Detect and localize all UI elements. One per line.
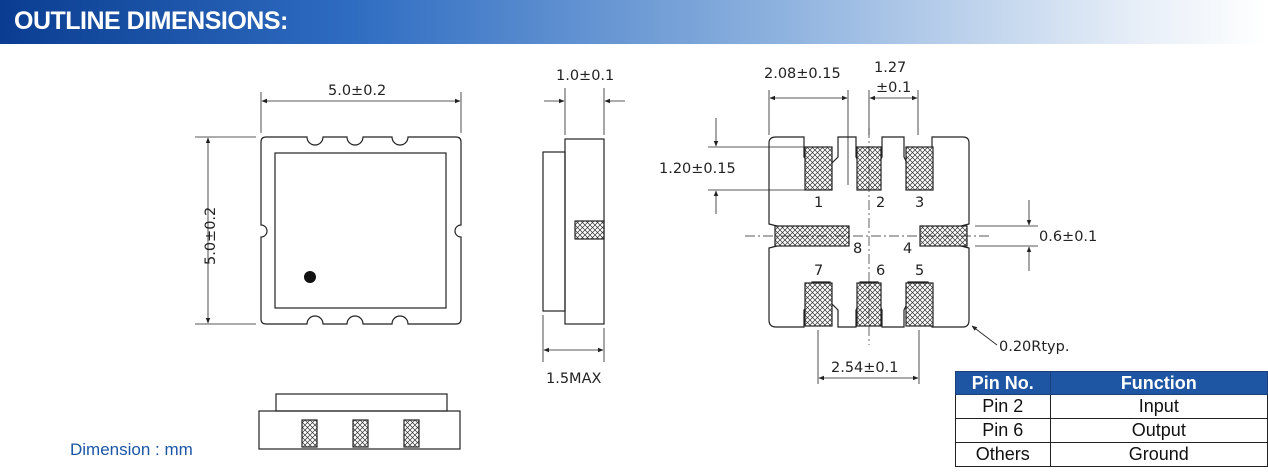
footprint-view — [708, 90, 1038, 384]
header-banner: OUTLINE DIMENSIONS: — [0, 0, 1268, 44]
function-cell: Input — [1049, 394, 1268, 419]
pad-length-label: 1.20±0.15 — [659, 161, 736, 177]
pin-cell: Pin 6 — [955, 418, 1051, 443]
pin-number-2: 2 — [876, 195, 885, 211]
pin-number-6: 6 — [876, 263, 885, 279]
unit-note: Dimension : mm — [70, 440, 193, 459]
pad-pitch-tol-label: ±0.1 — [876, 80, 911, 96]
header-pin-no: Pin No. — [955, 371, 1051, 395]
pin-cell: Pin 2 — [955, 394, 1051, 419]
pin-number-7: 7 — [814, 263, 823, 279]
table-header-row: Pin No. Function — [955, 371, 1268, 395]
side-thickness-label: 1.0±0.1 — [556, 68, 614, 84]
footprint-outline — [768, 136, 970, 328]
pin-number-8: 8 — [853, 241, 862, 257]
side-height-label: 1.5MAX — [546, 371, 601, 387]
side-pad-3 — [403, 419, 420, 448]
pad-5 — [905, 282, 934, 327]
top-height-label: 5.0±0.2 — [203, 207, 219, 265]
pad-3 — [905, 146, 934, 191]
pad-7 — [804, 282, 833, 327]
pin-cell: Others — [955, 442, 1051, 467]
pin-number-4: 4 — [903, 241, 912, 257]
pin-number-3: 3 — [915, 195, 924, 211]
pad-1 — [804, 146, 833, 191]
side-pad-1 — [301, 419, 318, 448]
pad-width-label: 0.6±0.1 — [1039, 229, 1097, 245]
top-width-label: 5.0±0.2 — [328, 83, 386, 99]
page-title: OUTLINE DIMENSIONS: — [14, 7, 288, 35]
top-view-lid — [274, 152, 447, 309]
top-view — [195, 92, 462, 325]
pin-function-table: Pin No. Function Pin 2 Input Pin 6 Outpu… — [955, 371, 1268, 467]
pin-number-5: 5 — [915, 263, 924, 279]
table-row: Pin 2 Input — [955, 394, 1268, 419]
top-view-outline — [260, 136, 462, 325]
corner-radius-label: 0.20Rtyp. — [999, 339, 1069, 355]
pad-pitch-label: 1.27 — [874, 60, 906, 76]
pin-number-1: 1 — [814, 195, 823, 211]
function-cell: Output — [1049, 418, 1268, 443]
front-side-view — [258, 393, 461, 450]
right-side-view — [542, 88, 625, 362]
pad-span-label: 2.08±0.15 — [764, 66, 841, 82]
side-view-pad — [574, 220, 605, 240]
function-cell: Ground — [1049, 442, 1268, 467]
header-function: Function — [1049, 371, 1268, 395]
pin1-marker-dot — [304, 271, 316, 283]
side-pad-2 — [352, 419, 369, 448]
pad-spacing-label: 2.54±0.1 — [831, 360, 899, 376]
table-row: Pin 6 Output — [955, 418, 1268, 443]
table-row: Others Ground — [955, 442, 1268, 467]
